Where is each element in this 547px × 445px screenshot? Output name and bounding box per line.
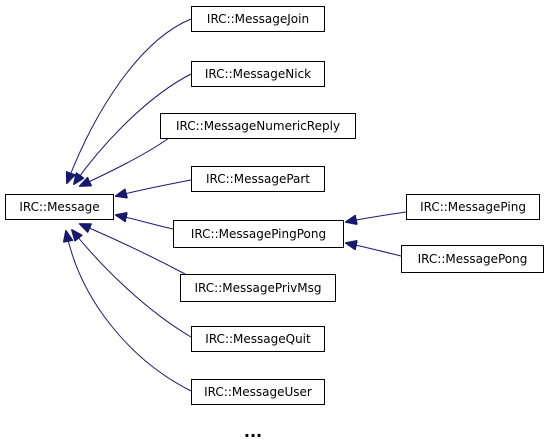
more-ellipsis: ... — [244, 422, 262, 441]
class-node-user[interactable]: IRC::MessageUser — [191, 379, 325, 405]
edge-pingpong-msg — [116, 215, 174, 230]
class-node-label: IRC::MessageQuit — [205, 332, 311, 346]
class-node-label: IRC::MessagePong — [418, 252, 528, 266]
class-node-box — [173, 220, 344, 248]
class-node-label: IRC::MessageNumericReply — [176, 119, 340, 133]
class-node-label: IRC::MessagePingPong — [191, 227, 326, 241]
class-node-nick[interactable]: IRC::MessageNick — [191, 61, 325, 87]
class-node-box — [191, 326, 325, 352]
class-node-box — [160, 113, 356, 139]
edge-privmsg-msg — [80, 224, 186, 275]
class-node-msg[interactable]: IRC::Message — [5, 194, 114, 220]
edges-layer — [66, 18, 407, 392]
class-node-box — [191, 61, 325, 87]
class-node-label: IRC::MessagePrivMsg — [195, 281, 322, 295]
edge-nick-msg — [74, 73, 192, 184]
class-node-label: IRC::MessagePing — [420, 200, 526, 214]
class-node-quit[interactable]: IRC::MessageQuit — [191, 326, 325, 352]
class-node-box — [180, 274, 336, 302]
class-node-label: IRC::MessageNick — [205, 67, 311, 81]
class-node-label: IRC::MessagePart — [206, 172, 310, 186]
class-node-box — [401, 245, 544, 273]
class-node-box — [191, 379, 325, 405]
class-node-box — [406, 194, 540, 220]
class-node-box — [191, 6, 325, 32]
edge-numeric-msg — [80, 137, 170, 186]
class-node-pong[interactable]: IRC::MessagePong — [401, 245, 544, 273]
class-node-pingpong[interactable]: IRC::MessagePingPong — [173, 220, 344, 248]
class-node-box — [5, 194, 114, 220]
class-node-label: IRC::MessageJoin — [207, 12, 309, 26]
class-node-box — [191, 166, 325, 192]
class-node-ping[interactable]: IRC::MessagePing — [406, 194, 540, 220]
edge-user-msg — [66, 231, 192, 392]
class-node-join[interactable]: IRC::MessageJoin — [191, 6, 325, 32]
edge-pong-pingpong — [346, 243, 402, 257]
class-node-numeric[interactable]: IRC::MessageNumericReply — [160, 113, 356, 139]
nodes-layer: IRC::Message IRC::MessageJoinIRC::Message… — [5, 6, 544, 405]
class-node-label: IRC::Message — [19, 200, 99, 214]
class-node-part[interactable]: IRC::MessagePart — [191, 166, 325, 192]
edge-part-msg — [116, 179, 192, 196]
edge-join-msg — [67, 18, 192, 183]
class-node-privmsg[interactable]: IRC::MessagePrivMsg — [180, 274, 336, 302]
edge-ping-pingpong — [346, 211, 407, 222]
edge-quit-msg — [72, 230, 192, 338]
class-node-label: IRC::MessageUser — [204, 385, 312, 399]
